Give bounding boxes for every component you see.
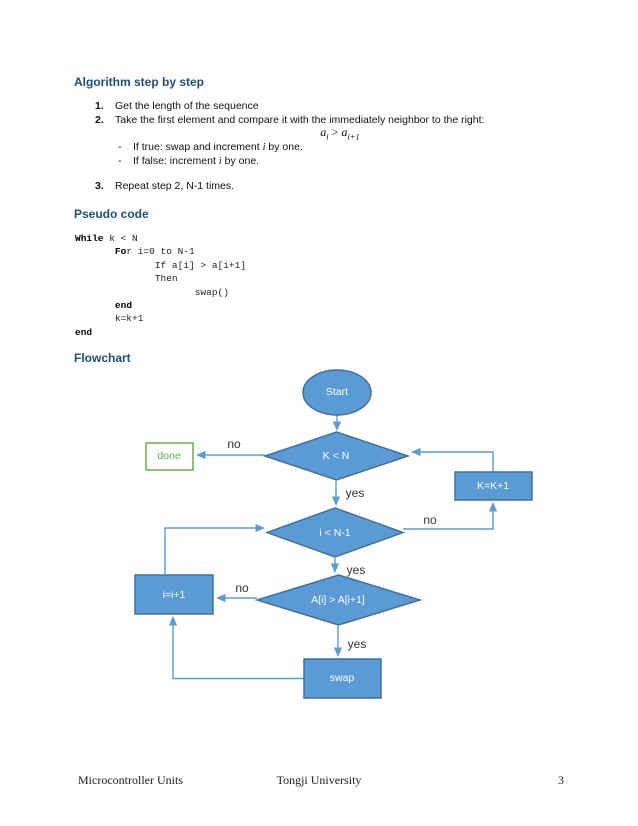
icond-node-label: i < N-1 [319,527,351,539]
arrow-iinc-to-icond [164,523,266,574]
start-ellipse [302,369,372,416]
algorithm-step-1: 1. Get the length of the sequence [95,100,259,112]
kcond-diamond [262,431,411,481]
edge-label-a-yes: yes [347,637,367,651]
pseudo-code-line: If a[i] > a[i+1] [75,259,247,271]
done-node-label: done [157,450,181,462]
edge-label-k-yes: yes [345,486,365,500]
arrow-icond-to-kinc [403,501,498,530]
pseudo-code-line: k=k+1 [75,313,144,325]
substep-text: If false: increment [133,155,219,167]
pseudo-code-heading: Pseudo code [74,207,149,221]
footer-course-title: Microcontroller Units [78,773,183,787]
pseudo-code-block: While k < N For i=0 to N-1 If a[i] > a[i… [75,232,246,339]
variable-i: i [218,156,222,167]
edge-label-i-yes: yes [346,563,366,577]
kinc-rect [454,471,533,501]
pseudo-code-line: end [75,326,93,338]
acond-diamond [254,574,423,626]
swap-rect [303,658,382,699]
iinc-rect [134,574,214,615]
algorithm-step-2: 2. Take the first element and compare it … [95,114,484,126]
algorithm-step-3: 3. Repeat step 2, N-1 times. [95,180,234,192]
footer-university: Tongji University [276,773,362,787]
pseudo-code-line: While k < N [75,233,138,244]
arrow-swap-to-iinc [168,615,304,680]
swap-node-label: swap [329,672,355,684]
substep-text: If true: swap and increment [133,141,263,153]
edge-label-k-no: no [227,437,241,451]
formula-base: a [341,125,348,139]
substep-text: by one. [221,155,260,167]
pseudo-code-line: swap() [75,286,229,298]
done-rect [145,442,194,471]
step-text: Get the length of the sequence [115,100,259,112]
arrow-kinc-to-kcond [410,447,494,472]
formula-base: a [320,125,327,139]
formula-operator: > [331,125,339,139]
step-text: Repeat step 2, N-1 times. [115,180,235,192]
step-number: 2. [95,114,104,126]
algorithm-substep-1: -If true: swap and increment i by one. [118,141,303,153]
start-node-label: Start [325,386,349,398]
dash-bullet: - [118,141,122,153]
flowchart-heading: Flowchart [74,351,131,365]
formula-subscript: i+1 [347,131,360,142]
step-number: 3. [95,180,104,192]
step-number: 1. [95,100,104,112]
step-text: Take the first element and compare it wi… [115,114,485,126]
dash-bullet: - [118,155,122,167]
math-formula: ai > ai+1 [115,125,565,141]
edge-label-i-no: no [423,513,437,527]
pseudo-code-line: Then [75,273,178,285]
acond-node-label: A[i] > A[i+1] [311,594,365,606]
variable-i: i [262,142,266,153]
edge-label-a-no: no [235,581,249,595]
pseudo-code-line: end [114,300,133,312]
substep-text: by one. [265,141,303,153]
icond-diamond [264,507,406,558]
footer-page-number: 3 [558,773,564,787]
algorithm-substep-2: -If false: increment i by one. [118,155,259,167]
kcond-node-label: K < N [322,450,350,462]
algorithm-heading: Algorithm step by step [74,75,205,89]
formula-subscript: i [326,131,329,142]
iinc-node-label: i=i+1 [162,589,186,601]
pseudo-code-line: For i=0 to N-1 [114,246,195,258]
kinc-node-label: K=K+1 [476,480,510,492]
